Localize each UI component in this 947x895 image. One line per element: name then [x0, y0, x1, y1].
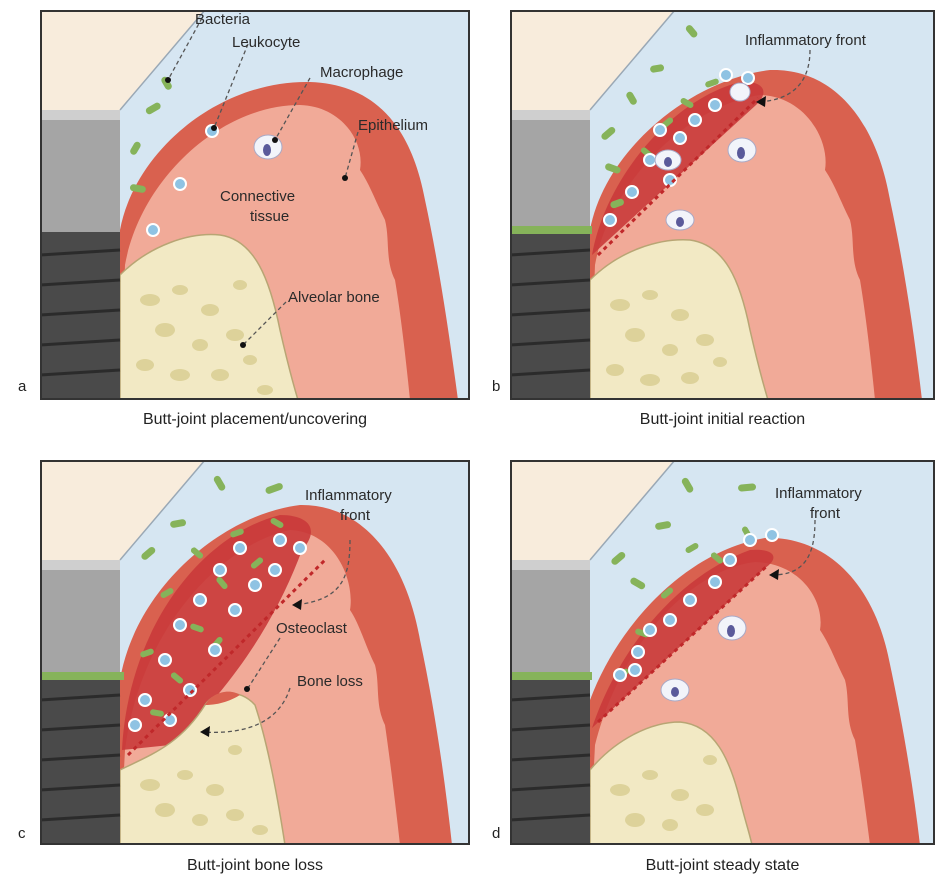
implant-abutment — [40, 110, 120, 232]
panel-a: Bacteria Leukocyte Macrophage Epithelium… — [40, 10, 470, 400]
panel-c: Inflammatory front Osteoclast Bone loss — [40, 460, 470, 845]
panel-letter-c: c — [18, 825, 26, 842]
caption-a: Butt-joint placement/uncovering — [40, 411, 470, 429]
label-bone-loss: Bone loss — [297, 673, 363, 690]
label-leukocyte: Leukocyte — [232, 34, 300, 51]
panel-d: Inflammatory front — [510, 460, 935, 845]
label-inflammatory-1: Inflammatory — [305, 487, 392, 504]
label-osteoclast: Osteoclast — [276, 620, 348, 637]
label-inflammatory-1: Inflammatory — [775, 485, 862, 502]
label-connective-2: tissue — [250, 208, 289, 225]
label-alveolar-bone: Alveolar bone — [288, 289, 380, 306]
caption-d: Butt-joint steady state — [510, 857, 935, 875]
label-inflammatory-front: Inflammatory front — [745, 32, 867, 49]
label-inflammatory-2: front — [340, 507, 371, 524]
label-connective-1: Connective — [220, 188, 295, 205]
caption-c: Butt-joint bone loss — [40, 857, 470, 875]
panel-letter-a: a — [18, 378, 26, 395]
caption-b: Butt-joint initial reaction — [510, 411, 935, 429]
panel-b: Inflammatory front — [510, 10, 935, 400]
panel-letter-d: d — [492, 825, 500, 842]
panel-letter-b: b — [492, 378, 500, 395]
macrophages — [254, 135, 282, 159]
label-epithelium: Epithelium — [358, 117, 428, 134]
label-macrophage: Macrophage — [320, 64, 403, 81]
label-inflammatory-2: front — [810, 505, 841, 522]
label-bacteria: Bacteria — [195, 11, 251, 28]
